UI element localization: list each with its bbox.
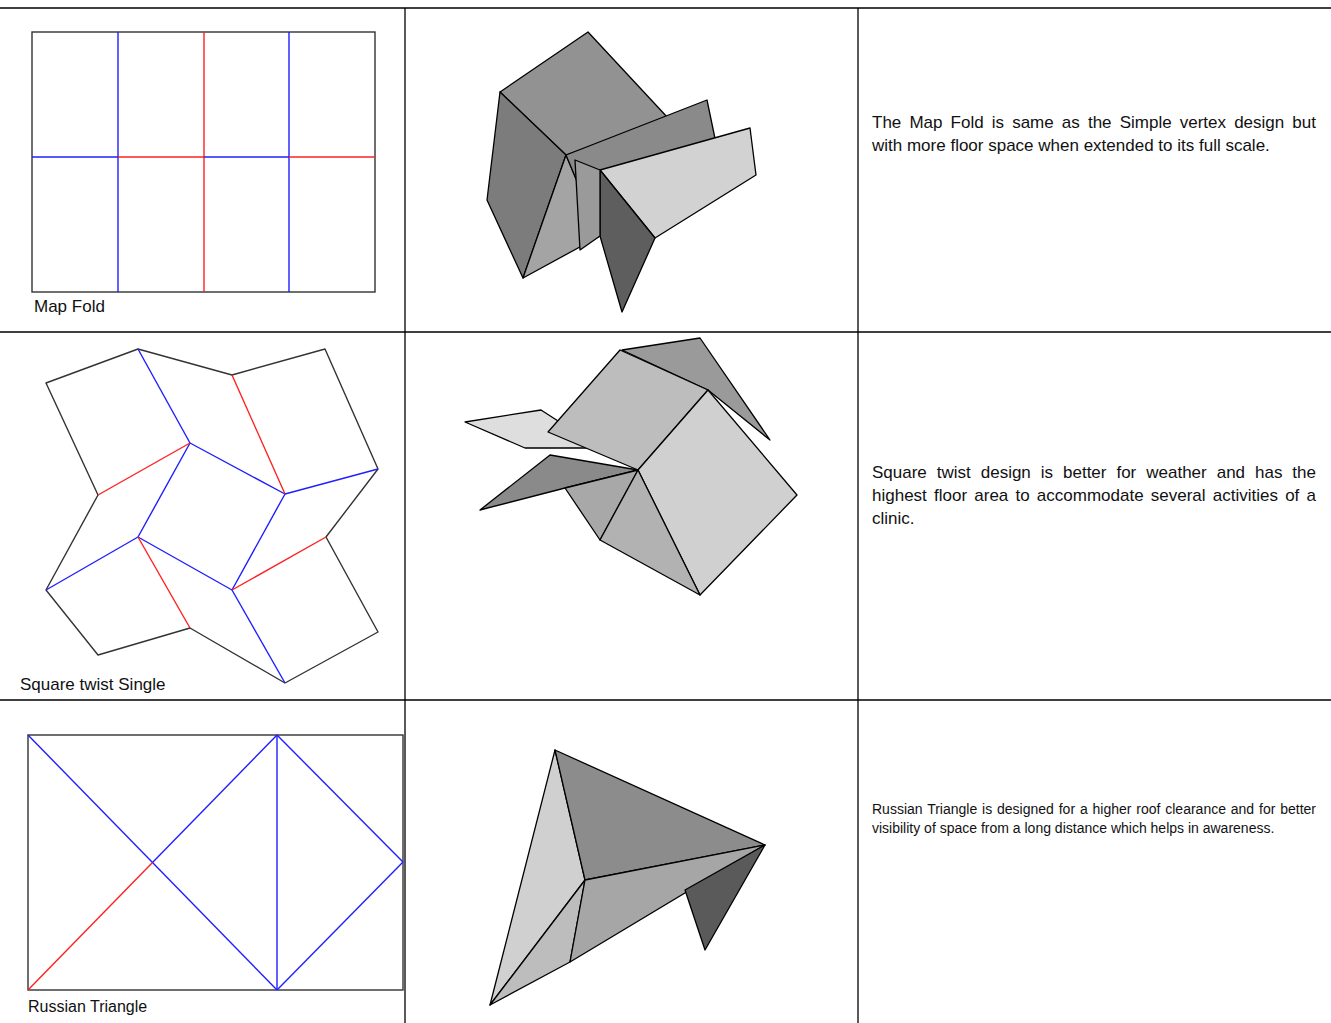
russian-triangle-pattern [28,735,403,990]
description-text: The Map Fold is same as the Simple verte… [872,112,1316,158]
map-fold-model [487,32,756,312]
square-twist-model [465,338,797,595]
description-text: Square twist design is better for weathe… [872,462,1316,531]
table-grid [0,8,1331,1023]
square-twist-pattern [46,349,378,683]
description-text: Russian Triangle is designed for a highe… [872,800,1316,838]
pattern-title: Russian Triangle [28,996,388,1018]
map-fold-pattern [32,32,375,292]
russian-triangle-model [490,750,765,1005]
pattern-title: Square twist Single [20,674,380,697]
pattern-title: Map Fold [34,296,374,319]
